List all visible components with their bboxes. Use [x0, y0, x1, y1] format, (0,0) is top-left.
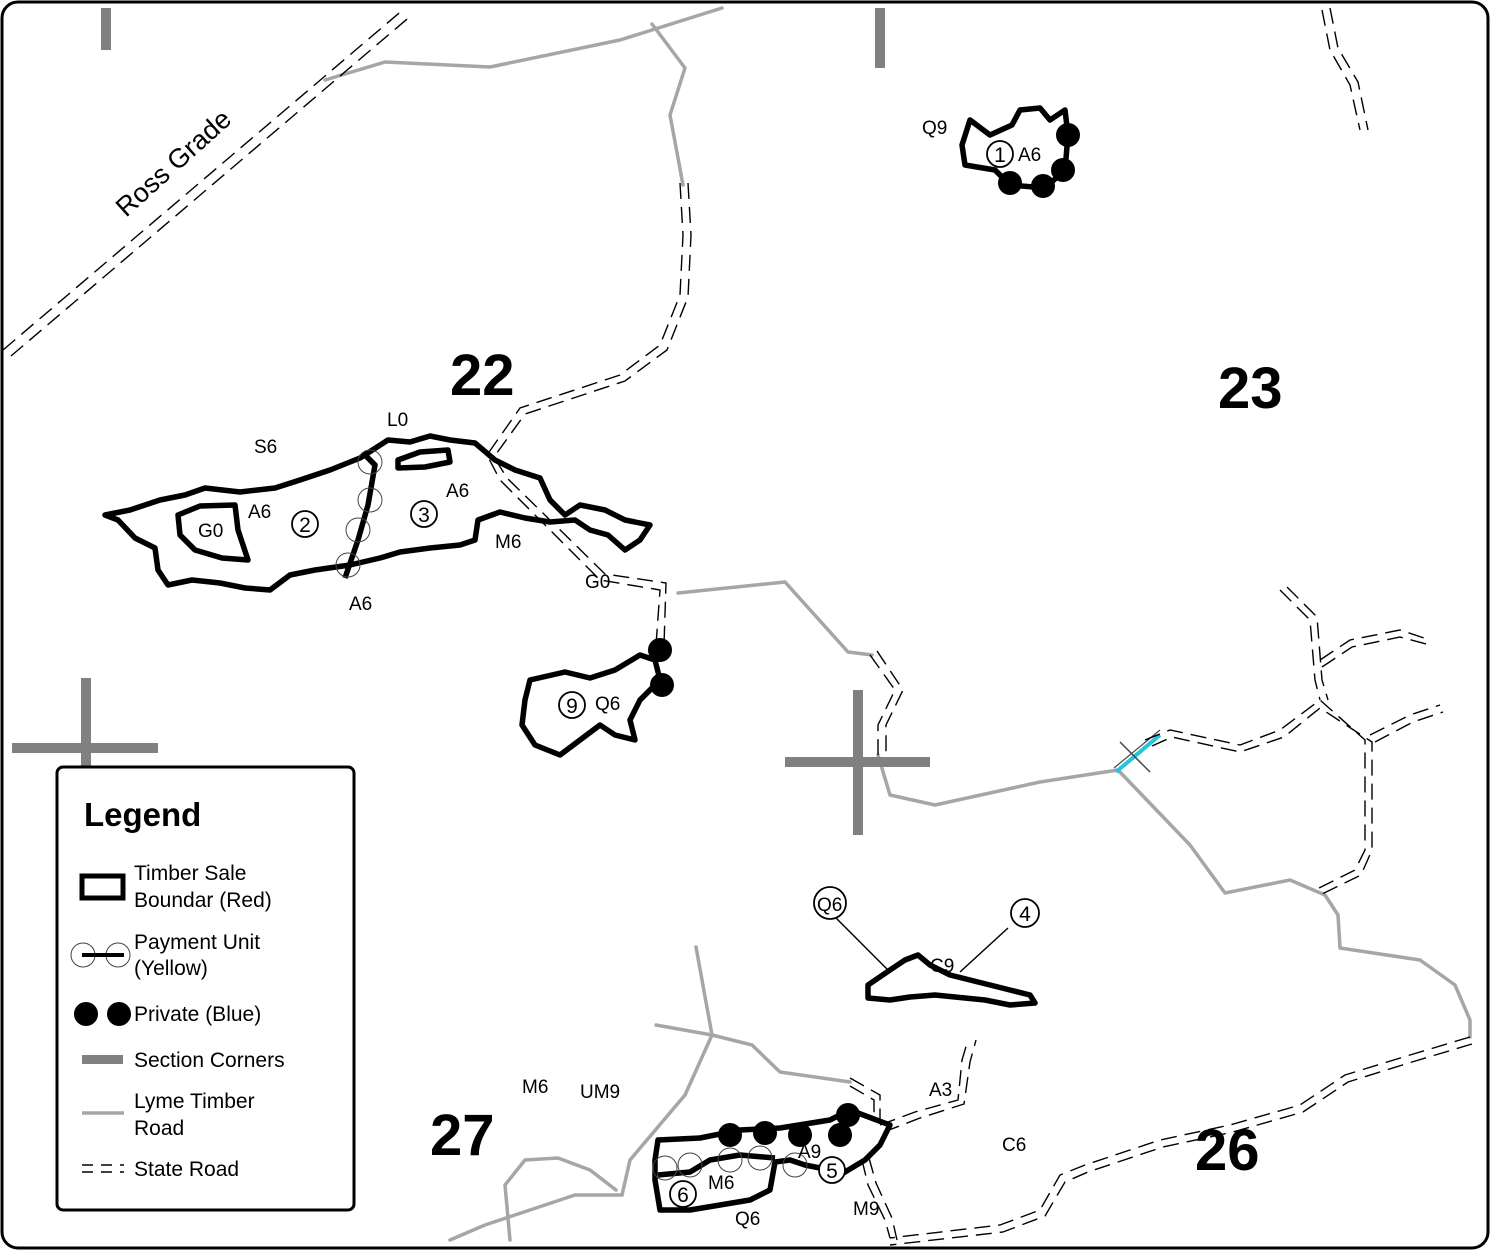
- stand-label: M6: [708, 1173, 734, 1194]
- private-markers: [648, 123, 1080, 1147]
- stand-label: L0: [387, 410, 408, 431]
- legend-private-label: Private (Blue): [134, 1003, 261, 1026]
- legend-private-symbol: [74, 1002, 131, 1026]
- legend-box: [55, 765, 356, 1212]
- section-23: 23: [1218, 356, 1283, 421]
- stand-label: M9: [853, 1199, 879, 1220]
- legend-title: Legend: [84, 796, 201, 833]
- unit5-6-boundary: [652, 1107, 893, 1213]
- stand-label: A6: [349, 594, 372, 615]
- unit4-boundary: [865, 952, 1038, 1008]
- legend-payment-unit-label-2: (Yellow): [134, 957, 208, 980]
- stand-label: Q6: [817, 895, 842, 916]
- stand-label: A6: [446, 481, 469, 502]
- stand-label: C6: [1002, 1135, 1026, 1156]
- legend-lyme-road-label-2: Road: [134, 1117, 184, 1140]
- unit-number-4: 4: [1019, 903, 1031, 926]
- unit5-6-division: [657, 1152, 776, 1178]
- stand-label: G0: [198, 521, 223, 542]
- legend-boundary-label: Timber Sale: [134, 862, 246, 885]
- unit4-callouts: [835, 917, 1009, 973]
- legend-state-road-label: State Road: [134, 1158, 239, 1181]
- stand-label: G0: [585, 572, 610, 593]
- unit-numbers: 1 2 3 9 4 5 6: [299, 144, 1031, 1207]
- section-27: 27: [430, 1103, 495, 1168]
- stand-label: M6: [495, 532, 521, 553]
- legend-state-road-symbol: [82, 1164, 124, 1173]
- unit-number-circles: [291, 140, 1040, 1208]
- unit-number-1: 1: [994, 144, 1006, 167]
- stand-label: M6: [522, 1077, 548, 1098]
- unit-number-2: 2: [299, 514, 311, 537]
- stand-label: A6: [1018, 145, 1041, 166]
- stand-label: Q9: [922, 118, 947, 139]
- legend-boundary-label-2: Boundar (Red): [134, 889, 272, 912]
- unit2-3-boundary: [102, 433, 653, 593]
- stand-label: C9: [930, 956, 954, 977]
- payment-unit-markers: [335, 449, 808, 1181]
- legend-payment-unit-label: Payment Unit: [134, 931, 260, 954]
- lyme-timber-roads: [323, 6, 1472, 1242]
- stand-label: Q6: [595, 694, 620, 715]
- state-roads: [2, 7, 1473, 1246]
- unit9-boundary: [519, 652, 663, 758]
- stand-labels: Q9 A6 L0 S6 A6 A6 G0 M6 A6 G0 Q6 Q6 C9 A…: [198, 118, 1041, 1230]
- unit-number-3: 3: [418, 504, 430, 527]
- stand-label: UM9: [580, 1082, 620, 1103]
- legend-section-corner-label: Section Corners: [134, 1049, 285, 1072]
- stand-label: A6: [248, 502, 271, 523]
- legend-boundary-symbol: [79, 873, 126, 901]
- legend-payment-unit-symbol: [70, 942, 131, 968]
- section-26: 26: [1195, 1118, 1260, 1183]
- unit-number-5: 5: [826, 1160, 838, 1183]
- inner-island: [395, 447, 453, 471]
- unit-number-6: 6: [677, 1184, 689, 1207]
- legend-lyme-road-label: Lyme Timber: [134, 1090, 255, 1113]
- stand-label: S6: [254, 437, 277, 458]
- legend-section-corner-symbol: [82, 1055, 123, 1064]
- unit-number-9: 9: [566, 695, 578, 718]
- legend: Legend Timber Sale Boundar (Red) Payment…: [55, 765, 356, 1212]
- g0-inclusion: [175, 502, 251, 563]
- payment-unit-division: [342, 453, 378, 579]
- stand-label: Q6: [735, 1209, 760, 1230]
- stand-label: A3: [929, 1080, 952, 1101]
- section-22: 22: [450, 343, 515, 408]
- stand-label: A9: [798, 1142, 821, 1163]
